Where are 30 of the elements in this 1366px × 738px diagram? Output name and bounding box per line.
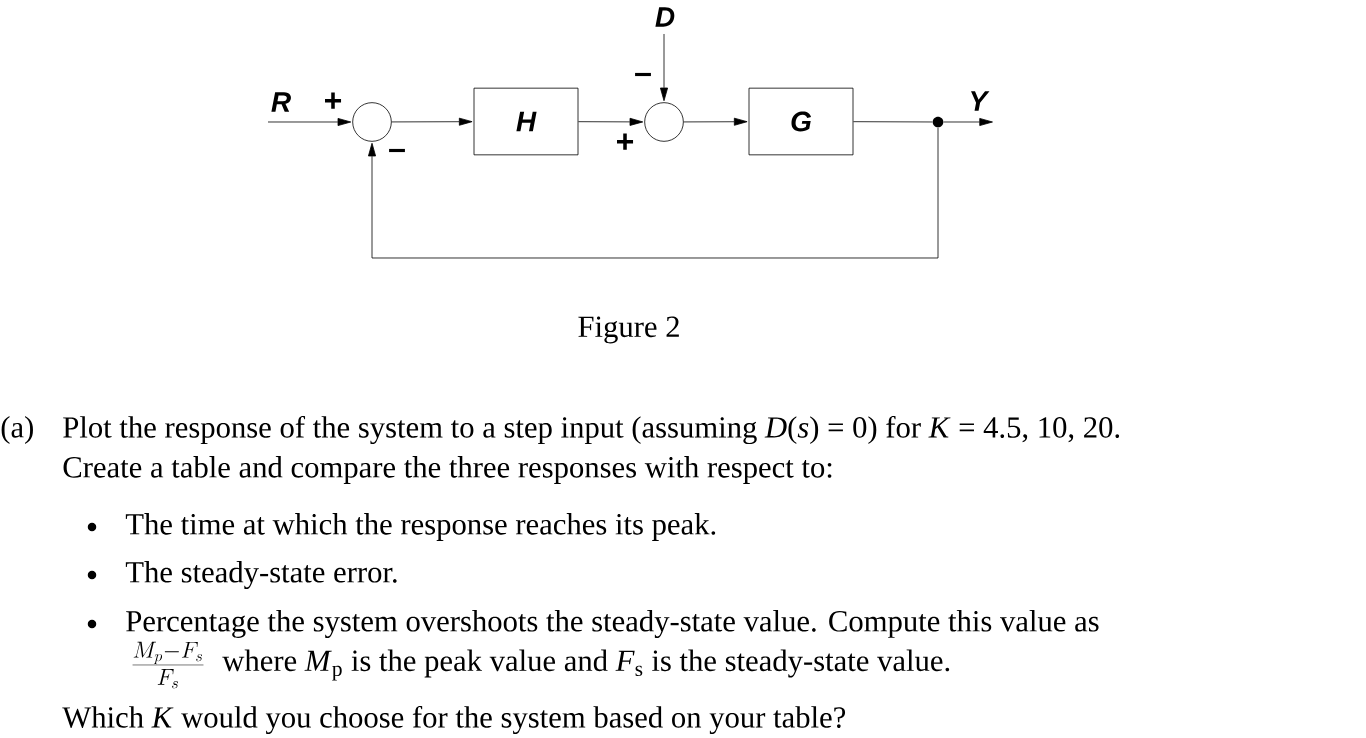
question-text: The time at which the response reaches its peak. — [125, 513, 716, 541]
sign-label: – — [389, 148, 405, 153]
summing-junction — [352, 102, 392, 142]
summing-junction — [644, 102, 684, 142]
arrow — [391, 117, 473, 126]
signal-label: R — [271, 92, 291, 112]
block-box: H — [473, 87, 579, 156]
question-text: Create a table and compare the three responses with respect to: — [63, 456, 832, 484]
line — [853, 121, 933, 123]
block-box: G — [748, 87, 854, 156]
arrow — [267, 118, 352, 126]
sign-label: + — [617, 133, 634, 150]
question-text: The steady-state error. — [125, 561, 397, 589]
arrow — [578, 117, 644, 126]
signal-label: D — [655, 7, 675, 27]
question-text: Plot the response of the system to a step input (assuming D(s) = 0) for K = 4.5, 10, 20. — [63, 415, 1120, 445]
arrow — [943, 118, 993, 126]
arrow — [368, 127, 939, 259]
question-text: Percentage the system overshoots the steady-state value. Compute this value as — [126, 610, 1099, 638]
arrow — [683, 117, 748, 126]
arrow — [660, 33, 668, 102]
sign-label: + — [325, 92, 342, 109]
signal-label: Y — [971, 91, 990, 111]
figure-caption: Figure 2 — [578, 316, 679, 344]
question-text: Which K would you choose for the system based on your table? — [62, 705, 846, 735]
branch-point — [932, 116, 944, 128]
question-text: where M$_{p}$ is the peak value and F$_{s}$ is the steady-state value. — [222, 649, 950, 681]
fraction-formula: $\frac{M_p-F_s}{F_s}$ — [132, 641, 204, 689]
question-text: (a) — [1, 416, 33, 444]
sign-label: – — [635, 72, 651, 77]
